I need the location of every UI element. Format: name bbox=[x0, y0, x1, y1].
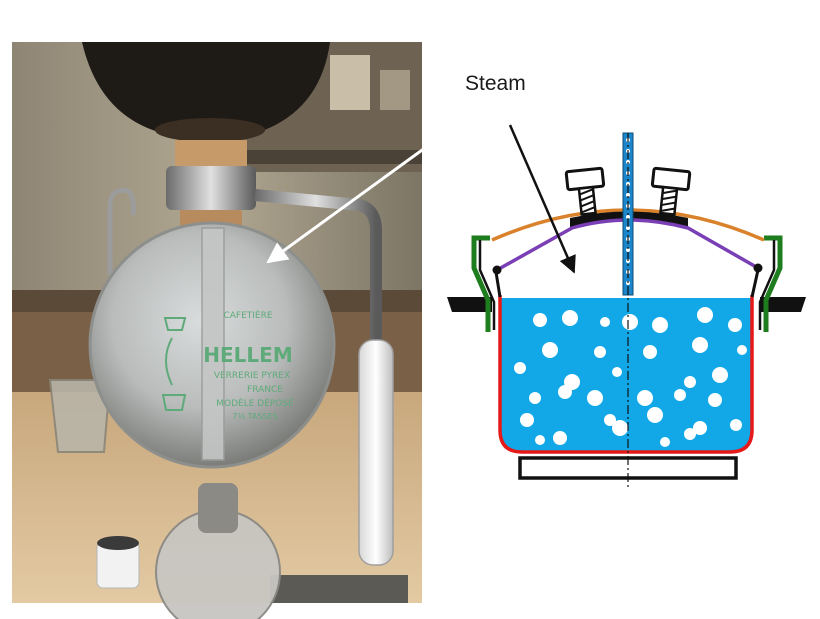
bubble bbox=[660, 437, 670, 447]
bubble bbox=[587, 390, 603, 406]
bubble bbox=[553, 431, 567, 445]
bubble bbox=[692, 337, 708, 353]
bubble bbox=[612, 367, 622, 377]
right-clip bbox=[763, 235, 783, 332]
water bbox=[500, 298, 752, 452]
bubble bbox=[697, 307, 713, 323]
bubble bbox=[652, 317, 668, 333]
bubble bbox=[684, 376, 696, 388]
bubble bbox=[637, 390, 653, 406]
bubble bbox=[533, 313, 547, 327]
bubble bbox=[600, 317, 610, 327]
left-clip bbox=[471, 235, 491, 332]
brand-line-5: MODÈLE DÉPOSÉ bbox=[216, 397, 294, 409]
bubble bbox=[712, 367, 728, 383]
tube-bubble bbox=[626, 215, 630, 219]
brand-line-3: VERRERIE PYREX bbox=[214, 371, 290, 381]
right-handle bbox=[760, 297, 806, 312]
bubble bbox=[562, 310, 578, 326]
bubble bbox=[730, 419, 742, 431]
bubble bbox=[529, 392, 541, 404]
pressure-cooker-diagram bbox=[445, 132, 810, 488]
steam-arrow-photo bbox=[266, 106, 481, 264]
left-clip-inner bbox=[478, 240, 496, 330]
right-pivot bbox=[753, 263, 763, 273]
bubble bbox=[647, 407, 663, 423]
bubble bbox=[643, 345, 657, 359]
bubble bbox=[684, 428, 696, 440]
bubble bbox=[693, 421, 707, 435]
steam-bubbles bbox=[514, 307, 747, 447]
right-bolt bbox=[650, 166, 692, 216]
bubble bbox=[708, 393, 722, 407]
brand-line-1: CAFETIÈRE bbox=[223, 309, 272, 321]
tube-bubble bbox=[626, 248, 630, 252]
left-handle bbox=[447, 297, 492, 312]
bubble bbox=[612, 420, 628, 436]
left-bolt bbox=[564, 166, 606, 216]
bubble bbox=[622, 314, 638, 330]
tube-bubble bbox=[626, 193, 630, 197]
tube-bubble bbox=[626, 226, 630, 230]
steam-label-box: Steam bbox=[455, 64, 579, 104]
steam-arrow-diagram bbox=[508, 124, 576, 274]
bubble bbox=[535, 435, 545, 445]
brand-line-6: 7½ TASSES bbox=[232, 412, 277, 421]
brand-line-2: HELLEM bbox=[203, 343, 292, 367]
bubble bbox=[542, 342, 558, 358]
bubble bbox=[514, 362, 526, 374]
bubble bbox=[520, 413, 534, 427]
pot-outline bbox=[498, 295, 754, 454]
right-clip-inner bbox=[758, 240, 776, 330]
bubble bbox=[728, 318, 742, 332]
brand-line-4: FRANCE bbox=[247, 385, 283, 395]
steam-label: Steam bbox=[465, 72, 526, 95]
bubble bbox=[558, 385, 572, 399]
bubble bbox=[594, 346, 606, 358]
bubble bbox=[604, 414, 616, 426]
bubble bbox=[674, 389, 686, 401]
bubble bbox=[737, 345, 747, 355]
siphon-photo: CAFETIÈRE HELLEM VERRERIE PYREX FRANCE M… bbox=[12, 42, 422, 619]
